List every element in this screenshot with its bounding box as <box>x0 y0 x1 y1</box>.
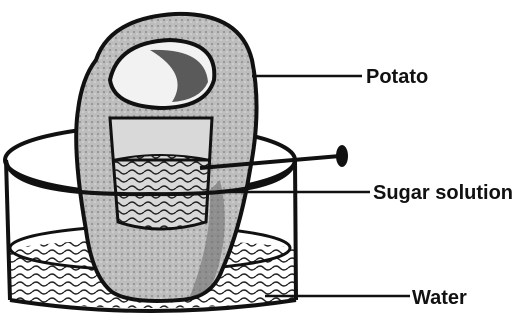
label-potato: Potato <box>366 67 428 87</box>
label-sugar-solution: Sugar solution <box>373 183 513 203</box>
label-water: Water <box>412 288 467 308</box>
beaker-wall-right <box>295 160 296 300</box>
beaker-wall-left <box>6 160 10 300</box>
